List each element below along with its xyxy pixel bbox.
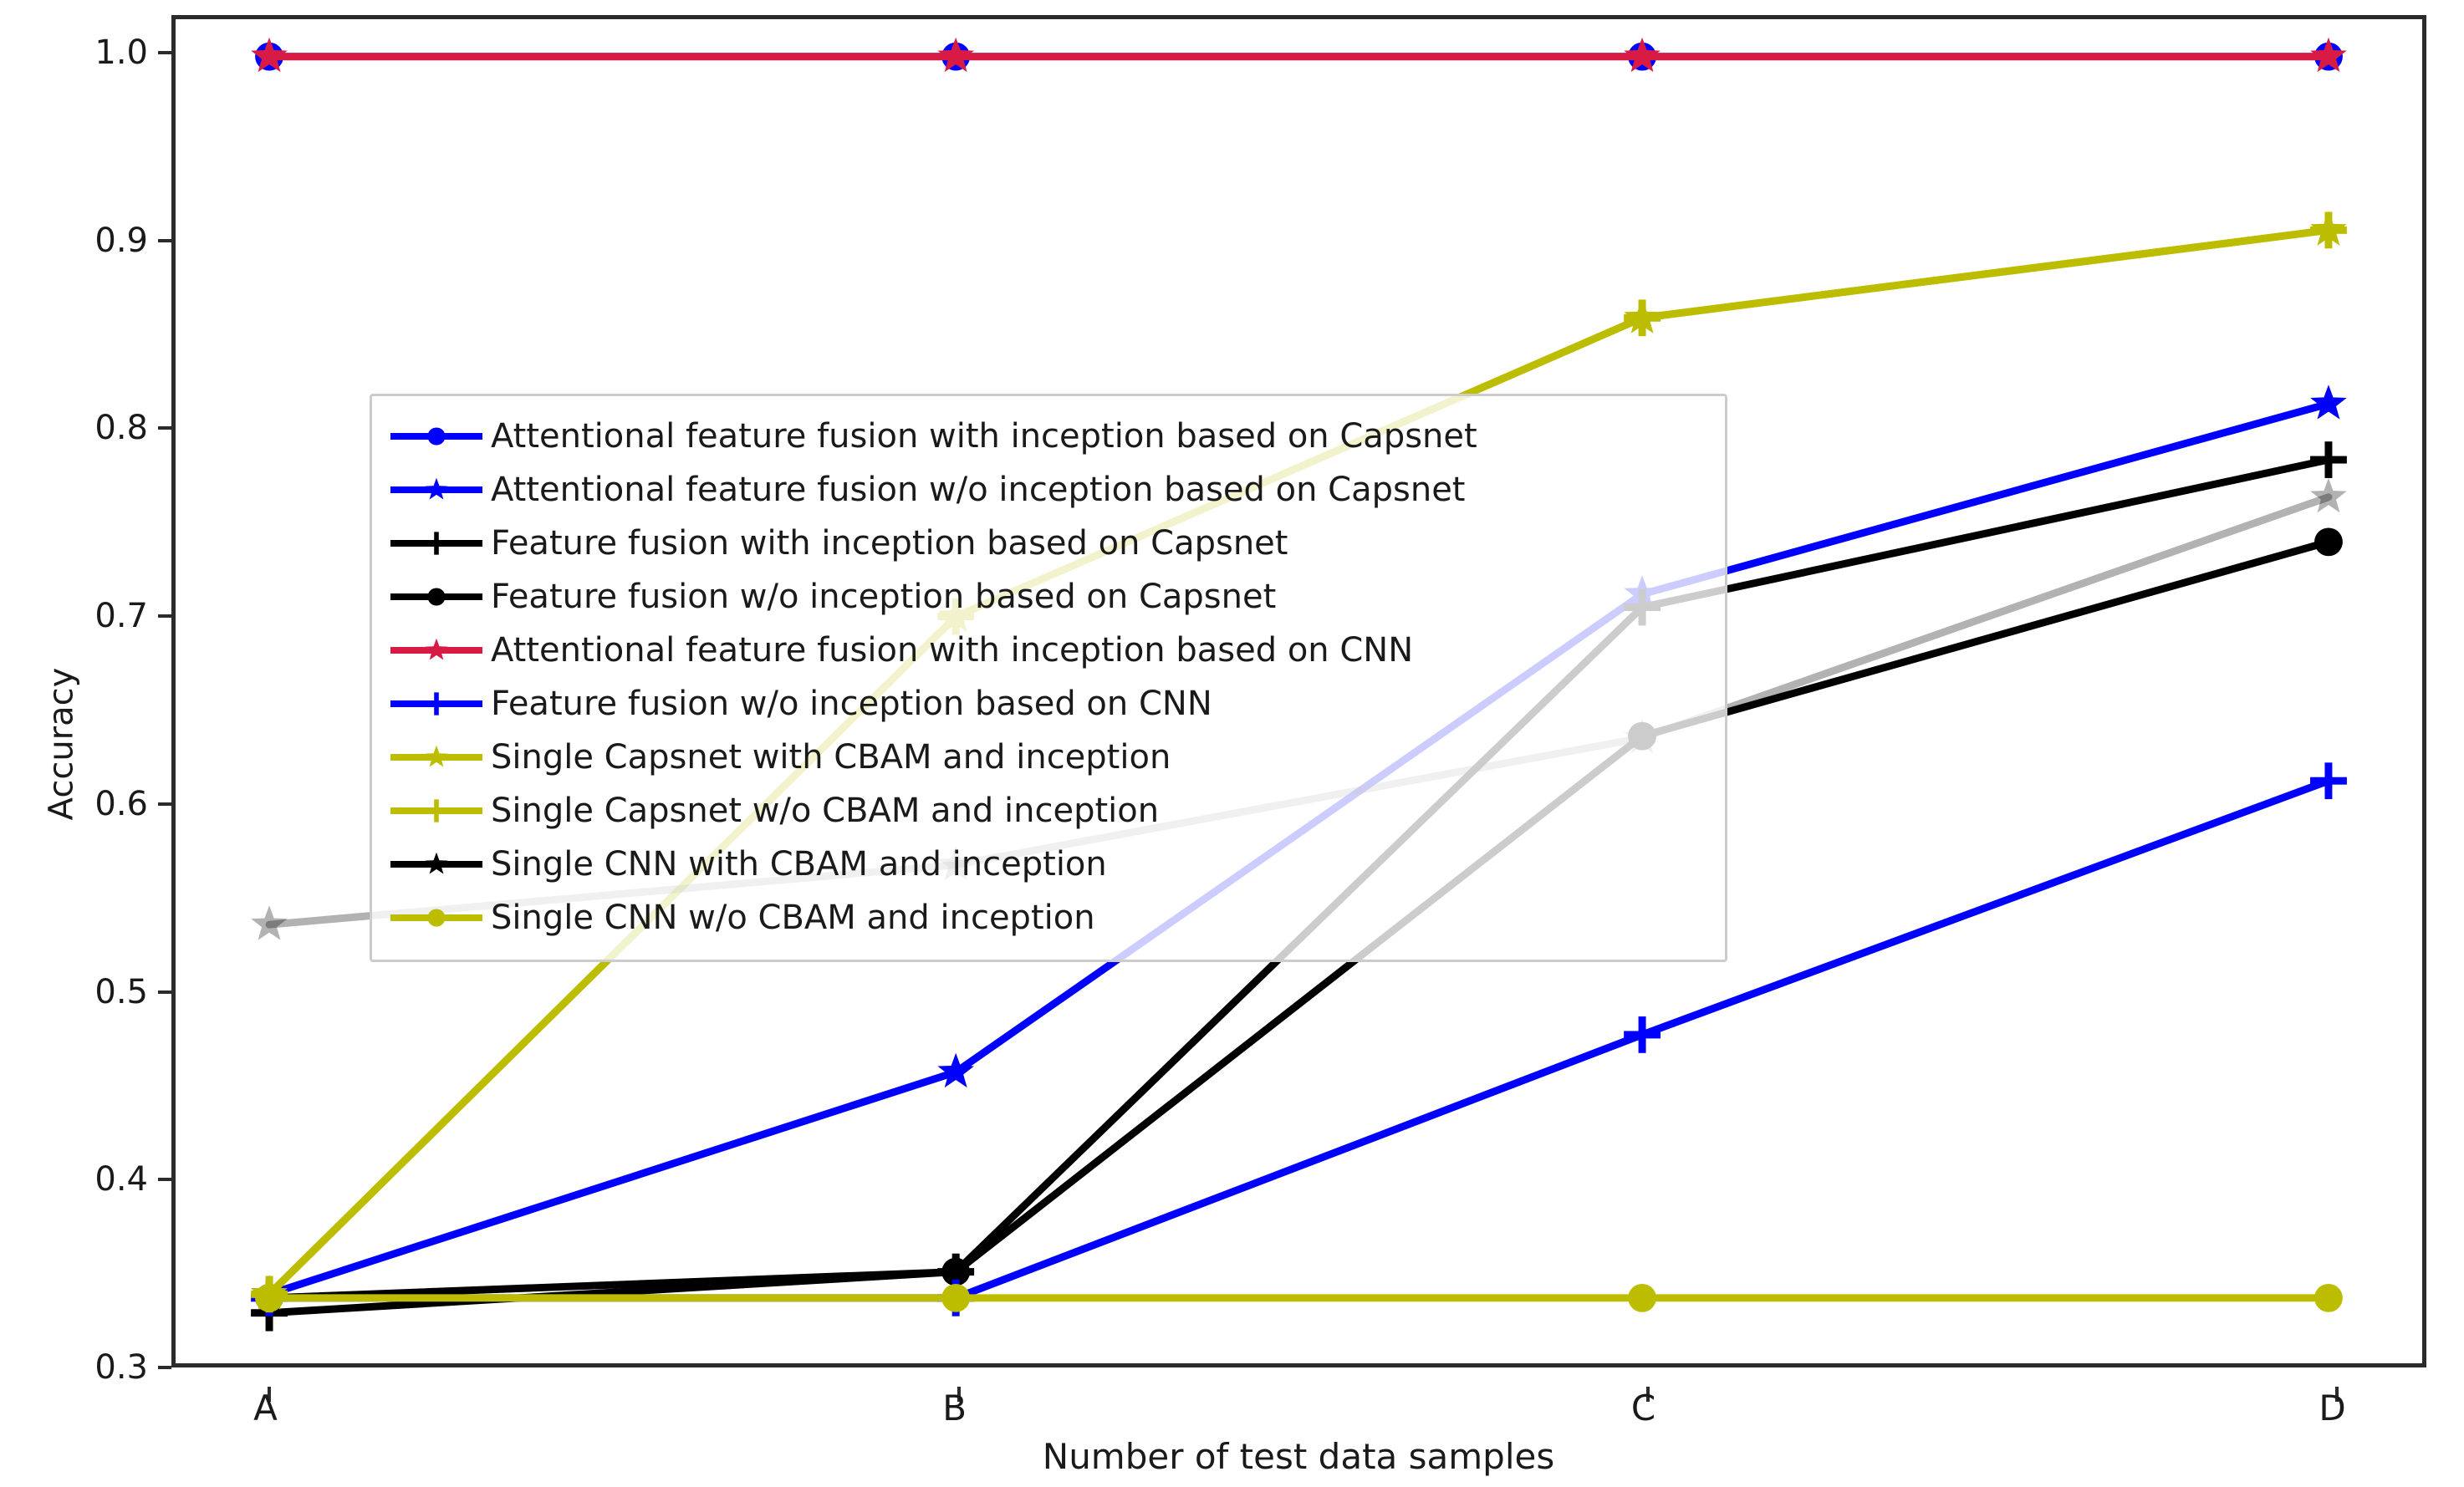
x-tick-mark: [268, 1387, 272, 1402]
legend-item-label: Single Capsnet w/o CBAM and inception: [491, 792, 1160, 830]
data-point-marker: [251, 905, 288, 940]
legend-marker-icon: [387, 527, 486, 560]
x-axis-label: Number of test data samples: [1042, 1436, 1555, 1477]
legend-marker-icon: [387, 741, 486, 774]
legend-item-label: Single Capsnet with CBAM and inception: [491, 738, 1171, 777]
data-point-marker: [1624, 37, 1661, 73]
y-tick-mark: [158, 1366, 171, 1369]
legend-marker-icon: [387, 580, 486, 614]
legend-marker-icon: [387, 848, 486, 881]
data-point-marker: [937, 37, 974, 73]
legend-marker-icon: [387, 794, 486, 828]
y-axis-label: Accuracy: [42, 667, 81, 820]
y-tick-mark: [158, 238, 171, 242]
x-tick-label: C: [1630, 1388, 1656, 1428]
data-point-marker: [2314, 1283, 2343, 1312]
legend-item[interactable]: Single CNN w/o CBAM and inception: [387, 891, 1710, 945]
data-point-marker: [2310, 384, 2347, 420]
legend-item[interactable]: Single Capsnet with CBAM and inception: [387, 731, 1710, 784]
data-point-marker: [2310, 762, 2347, 800]
legend-item[interactable]: Attentional feature fusion w/o inception…: [387, 463, 1710, 517]
y-tick-label: 0.8: [94, 409, 148, 448]
data-point-marker: [941, 1283, 971, 1312]
legend-item[interactable]: Feature fusion w/o inception based on CN…: [387, 677, 1710, 731]
y-tick-label: 0.4: [94, 1160, 148, 1199]
data-point-marker: [255, 1283, 283, 1312]
data-point-marker: [2310, 211, 2347, 249]
y-tick-mark: [158, 990, 171, 994]
data-point-marker: [937, 1052, 974, 1088]
y-tick-label: 1.0: [94, 33, 148, 72]
legend-item-label: Feature fusion w/o inception based on Ca…: [491, 578, 1277, 616]
plot-area: Attentional feature fusion with inceptio…: [171, 15, 2426, 1402]
data-point-marker: [2314, 527, 2343, 557]
legend-item-label: Attentional feature fusion w/o inception…: [491, 471, 1466, 509]
data-point-marker: [251, 37, 288, 73]
legend-marker-icon: [387, 687, 486, 721]
legend-marker-icon: [387, 901, 486, 934]
legend-item[interactable]: Feature fusion w/o inception based on Ca…: [387, 570, 1710, 624]
x-tick-label: A: [253, 1388, 278, 1428]
data-point-marker: [2310, 477, 2347, 513]
legend-item-label: Feature fusion with inception based on C…: [491, 524, 1288, 563]
y-tick-label: 0.9: [94, 221, 148, 260]
legend-marker-icon: [387, 634, 486, 667]
data-point-marker: [2310, 37, 2347, 73]
y-tick-mark: [158, 1178, 171, 1182]
y-tick-label: 0.5: [94, 972, 148, 1011]
chart-legend: Attentional feature fusion with inceptio…: [370, 394, 1727, 962]
data-point-marker: [1628, 1283, 1657, 1312]
y-tick-label: 0.7: [94, 597, 148, 636]
x-tick-mark: [2334, 1387, 2339, 1402]
x-tick-label: B: [942, 1388, 967, 1428]
y-tick-mark: [158, 50, 171, 54]
data-point-marker: [941, 1257, 971, 1286]
y-tick-mark: [158, 426, 171, 430]
legend-item[interactable]: Single Capsnet w/o CBAM and inception: [387, 784, 1710, 838]
data-point-marker: [2310, 441, 2347, 478]
legend-item[interactable]: Attentional feature fusion with inceptio…: [387, 410, 1710, 463]
x-tick-mark: [957, 1387, 961, 1402]
legend-marker-icon: [387, 420, 486, 453]
legend-item[interactable]: Single CNN with CBAM and inception: [387, 838, 1710, 891]
data-point-marker: [1624, 1016, 1661, 1053]
series-line: [251, 37, 2347, 73]
y-tick-mark: [158, 614, 171, 619]
legend-item-label: Single CNN with CBAM and inception: [491, 845, 1107, 884]
legend-item[interactable]: Feature fusion with inception based on C…: [387, 517, 1710, 570]
legend-item-label: Single CNN w/o CBAM and inception: [491, 899, 1095, 937]
x-tick-label: D: [2319, 1388, 2346, 1428]
legend-marker-icon: [387, 473, 486, 507]
y-tick-label: 0.6: [94, 784, 148, 823]
x-tick-mark: [1645, 1387, 1650, 1402]
legend-item-label: Feature fusion w/o inception based on CN…: [491, 685, 1212, 723]
data-point-marker: [1624, 299, 1661, 337]
series-line: [255, 1283, 2343, 1312]
y-tick-label: 0.3: [94, 1348, 148, 1387]
legend-item-label: Attentional feature fusion with inceptio…: [491, 631, 1414, 670]
y-tick-mark: [158, 802, 171, 806]
legend-item[interactable]: Attentional feature fusion with inceptio…: [387, 624, 1710, 677]
legend-item-label: Attentional feature fusion with inceptio…: [491, 417, 1477, 456]
